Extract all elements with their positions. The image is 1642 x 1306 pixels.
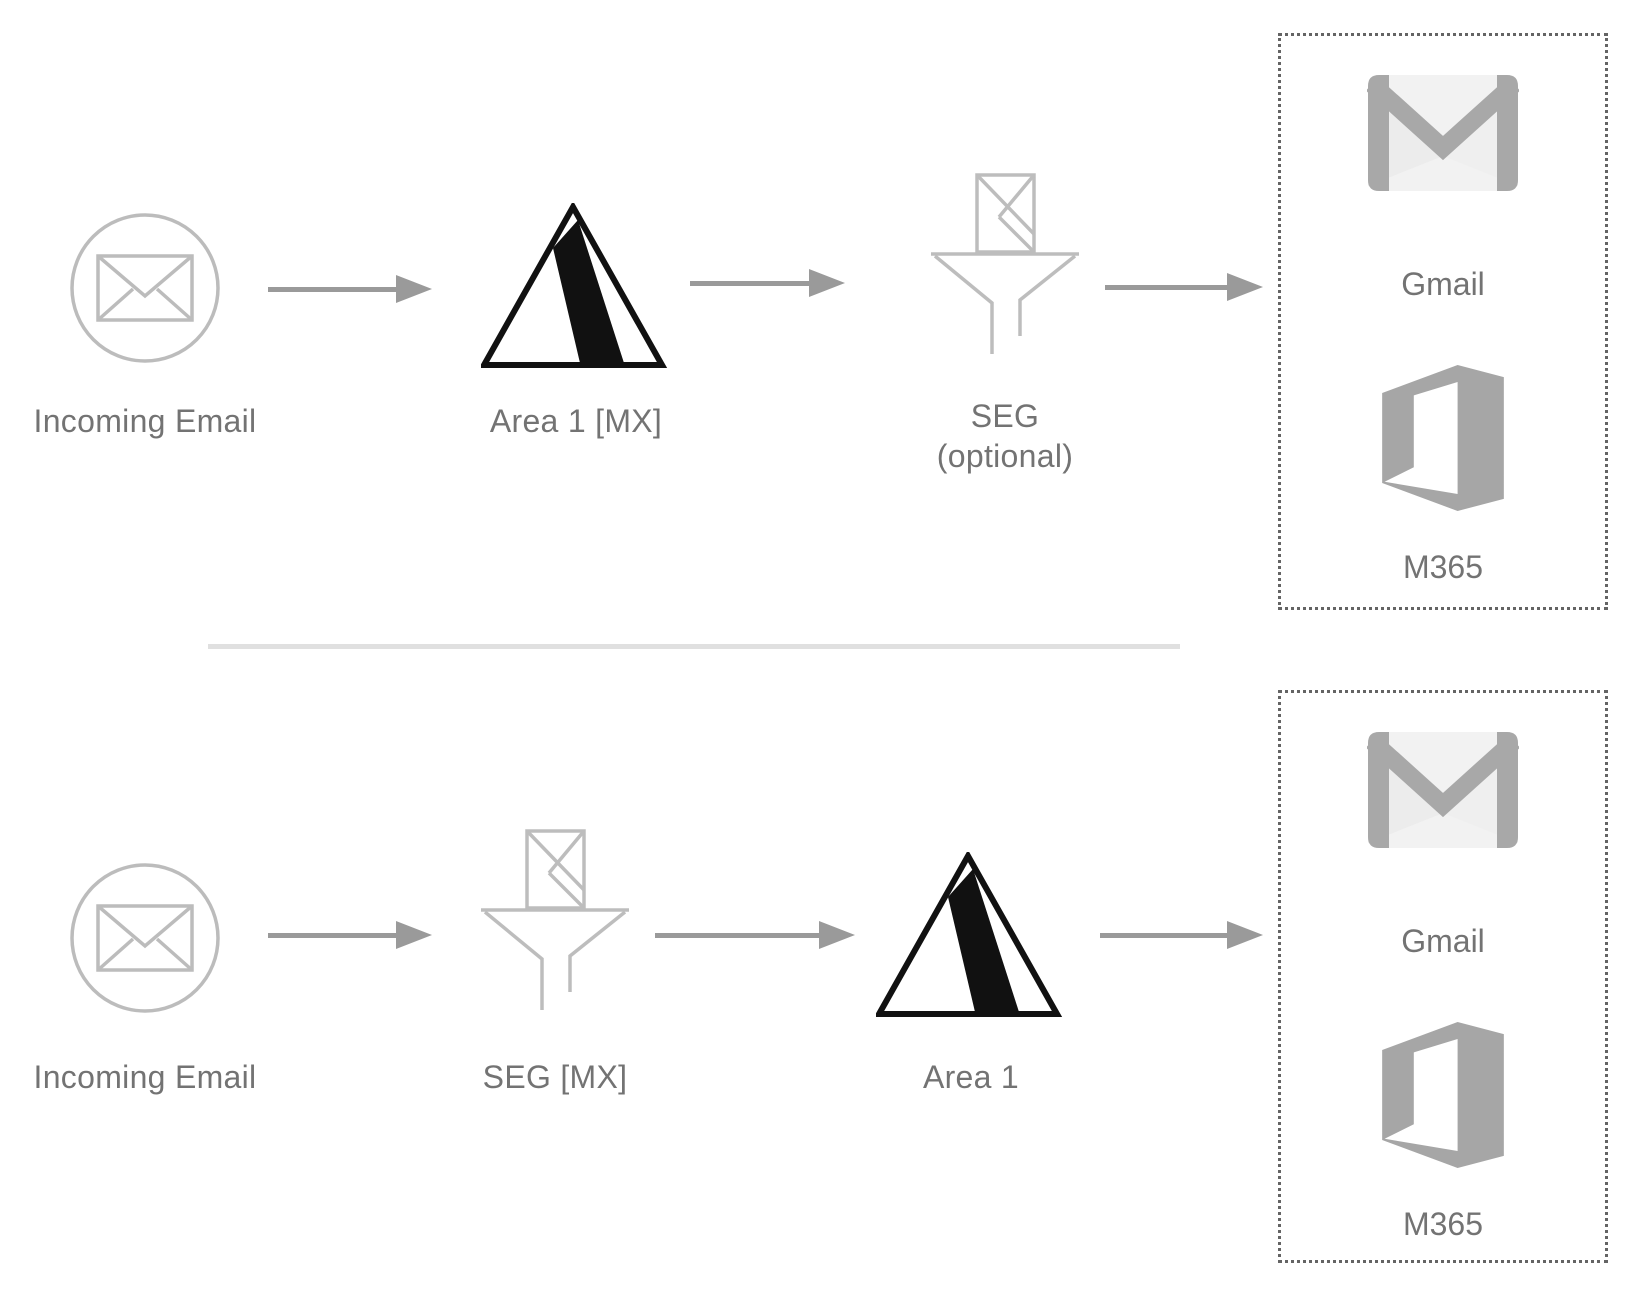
m365-icon: [1382, 365, 1504, 516]
arrow-shaft: [690, 280, 809, 286]
arrow-right-icon: [268, 921, 432, 949]
gmail-icon: [1365, 731, 1521, 854]
arrow-shaft: [268, 932, 396, 938]
gmail-label: Gmail: [1401, 266, 1485, 302]
arrow-right-icon: [1100, 921, 1263, 949]
arrow-right-icon: [1105, 273, 1263, 301]
seg-label-line1: SEG: [970, 398, 1040, 434]
area1-logo-icon: [478, 200, 669, 375]
arrow-shaft: [1105, 284, 1227, 290]
seg-funnel-icon: [480, 828, 630, 1017]
arrow-head: [1227, 273, 1263, 301]
seg-mx-label: SEG [MX]: [482, 1059, 628, 1095]
gmail-icon: [1365, 74, 1521, 197]
incoming-email-icon: [69, 862, 221, 1019]
arrow-shaft: [655, 932, 819, 938]
arrow-head: [1227, 921, 1263, 949]
gmail-label: Gmail: [1401, 923, 1485, 959]
arrow-head: [809, 269, 845, 297]
m365-label: M365: [1402, 1206, 1484, 1242]
arrow-right-icon: [655, 921, 855, 949]
destinations-box-bottom: Gmail M365: [1278, 690, 1608, 1263]
arrow-shaft: [1100, 932, 1227, 938]
destinations-box-top: Gmail M365: [1278, 33, 1608, 610]
area1-mx-label: Area 1 [MX]: [489, 403, 663, 439]
arrow-right-icon: [268, 275, 432, 303]
area1-logo-icon: [873, 849, 1064, 1024]
seg-funnel-icon: [930, 172, 1080, 361]
incoming-email-label: Incoming Email: [33, 403, 257, 439]
seg-label-line2: (optional): [936, 438, 1074, 474]
arrow-right-icon: [690, 269, 845, 297]
incoming-email-label: Incoming Email: [33, 1059, 257, 1095]
arrow-head: [396, 921, 432, 949]
arrow-head: [819, 921, 855, 949]
area1-label: Area 1: [922, 1059, 1020, 1095]
arrow-shaft: [268, 286, 396, 292]
seg-optional-label: SEG (optional): [835, 396, 1175, 476]
incoming-email-icon: [69, 212, 221, 369]
arrow-head: [396, 275, 432, 303]
m365-label: M365: [1402, 549, 1484, 585]
m365-icon: [1382, 1022, 1504, 1173]
section-divider: [208, 644, 1180, 649]
